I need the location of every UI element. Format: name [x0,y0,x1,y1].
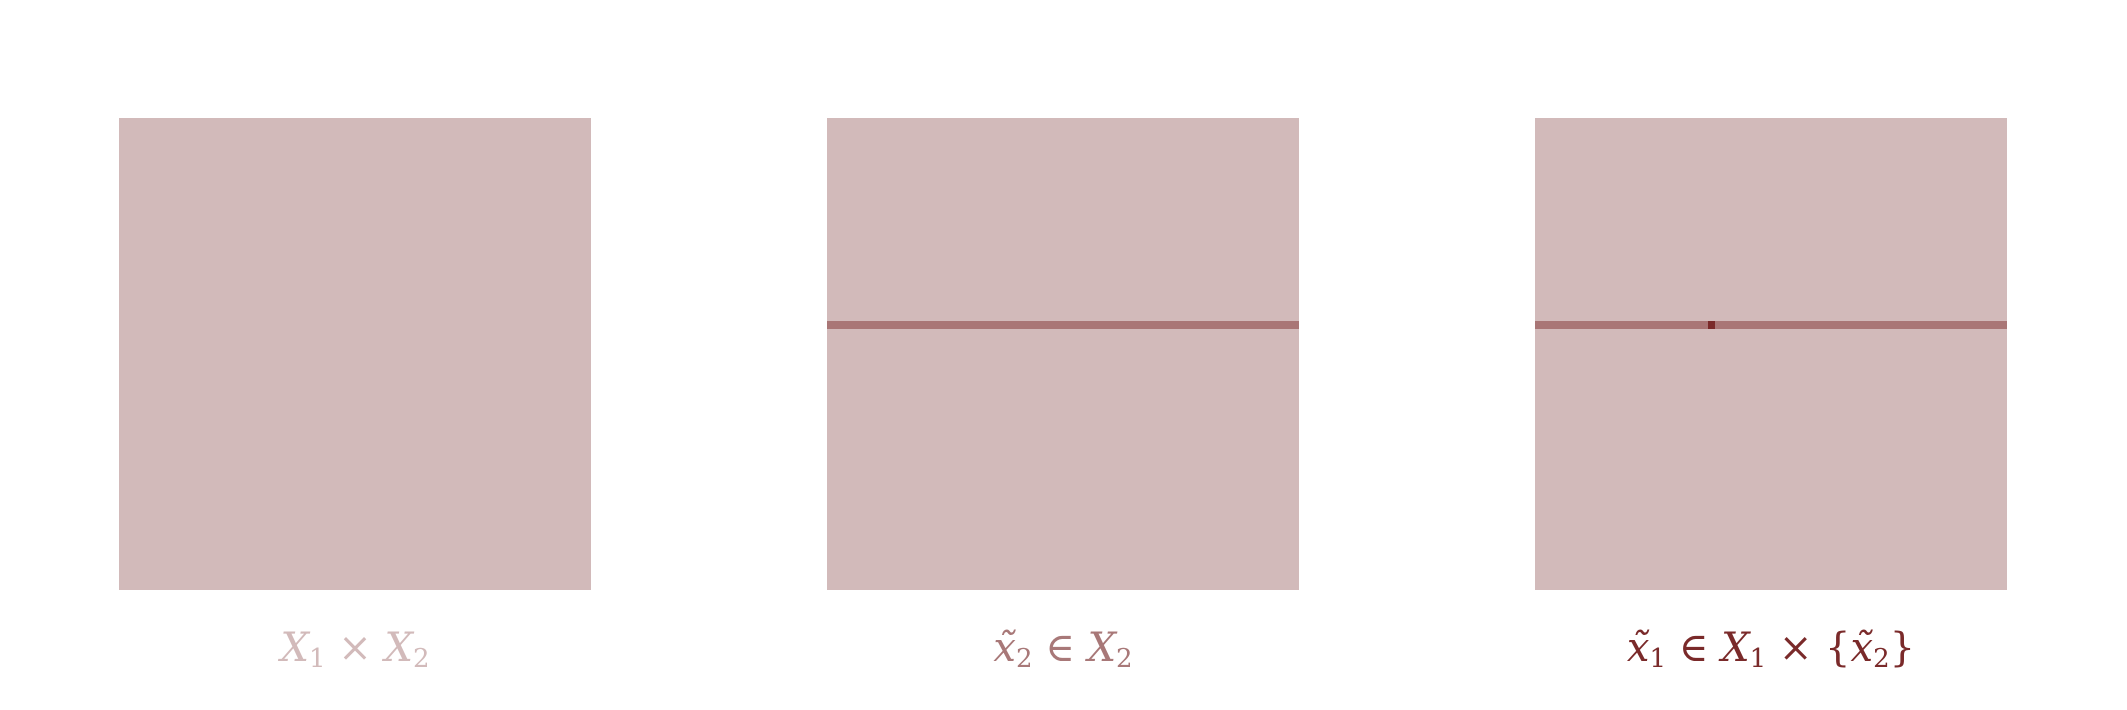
caption-operator: × [325,625,385,671]
caption-operator: } [1889,625,1916,671]
horizontal-fiber-line [827,321,1299,329]
caption-subscript: 1 [1649,644,1667,674]
caption-subscript: 1 [308,644,326,674]
caption-var: X [1087,625,1117,671]
caption-subscript: 2 [1116,644,1133,674]
caption-var: x̃ [993,625,1016,671]
caption-subscript: 2 [1873,644,1890,674]
caption-var: X [1721,625,1750,671]
caption-fiber: x̃2 ∈ X2 [827,618,1299,678]
caption-operator: × { [1766,625,1851,671]
caption-subscript: 2 [1015,644,1033,674]
point-square [1535,118,2007,590]
caption-product-space: X1 × X2 [119,618,591,678]
caption-operator: ∈ [1032,625,1088,671]
caption-operator: ∈ [1666,625,1722,671]
caption-var: X [384,625,413,671]
caption-point: x̃1 ∈ X1 × {x̃2} [1535,618,2007,678]
selected-point-marker [1708,321,1715,329]
horizontal-fiber-line [1535,321,2007,329]
caption-var: X [280,625,309,671]
fiber-square [827,118,1299,590]
product-space-square [119,118,591,590]
caption-var: x̃ [1850,625,1874,671]
caption-subscript: 2 [412,644,430,674]
caption-subscript: 1 [1749,644,1767,674]
caption-var: x̃ [1626,625,1650,671]
